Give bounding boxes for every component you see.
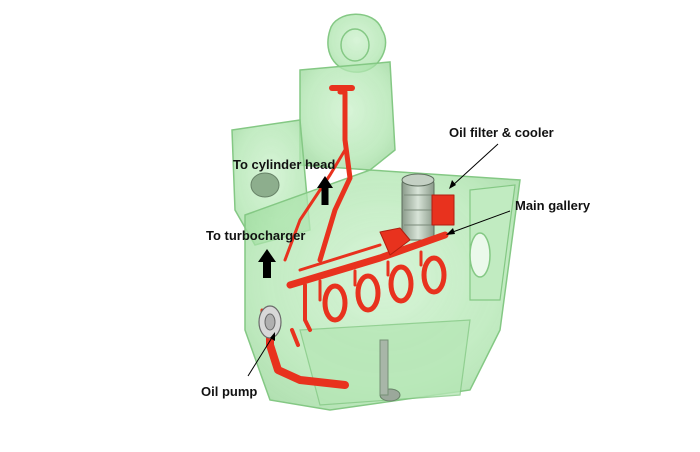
up-arrow-cylinder-head [317,176,333,205]
up-arrow-turbocharger [258,249,276,278]
label-oil-pump: Oil pump [201,384,258,399]
label-to-cylinder-head: To cylinder head [233,157,336,172]
oil-pump [258,305,282,339]
oil-filter [401,173,435,241]
label-oil-filter-cooler: Oil filter & cooler [449,125,554,140]
leader-lines [247,143,511,377]
label-to-turbocharger: To turbocharger [206,228,306,243]
label-main-gallery: Main gallery [515,198,591,213]
